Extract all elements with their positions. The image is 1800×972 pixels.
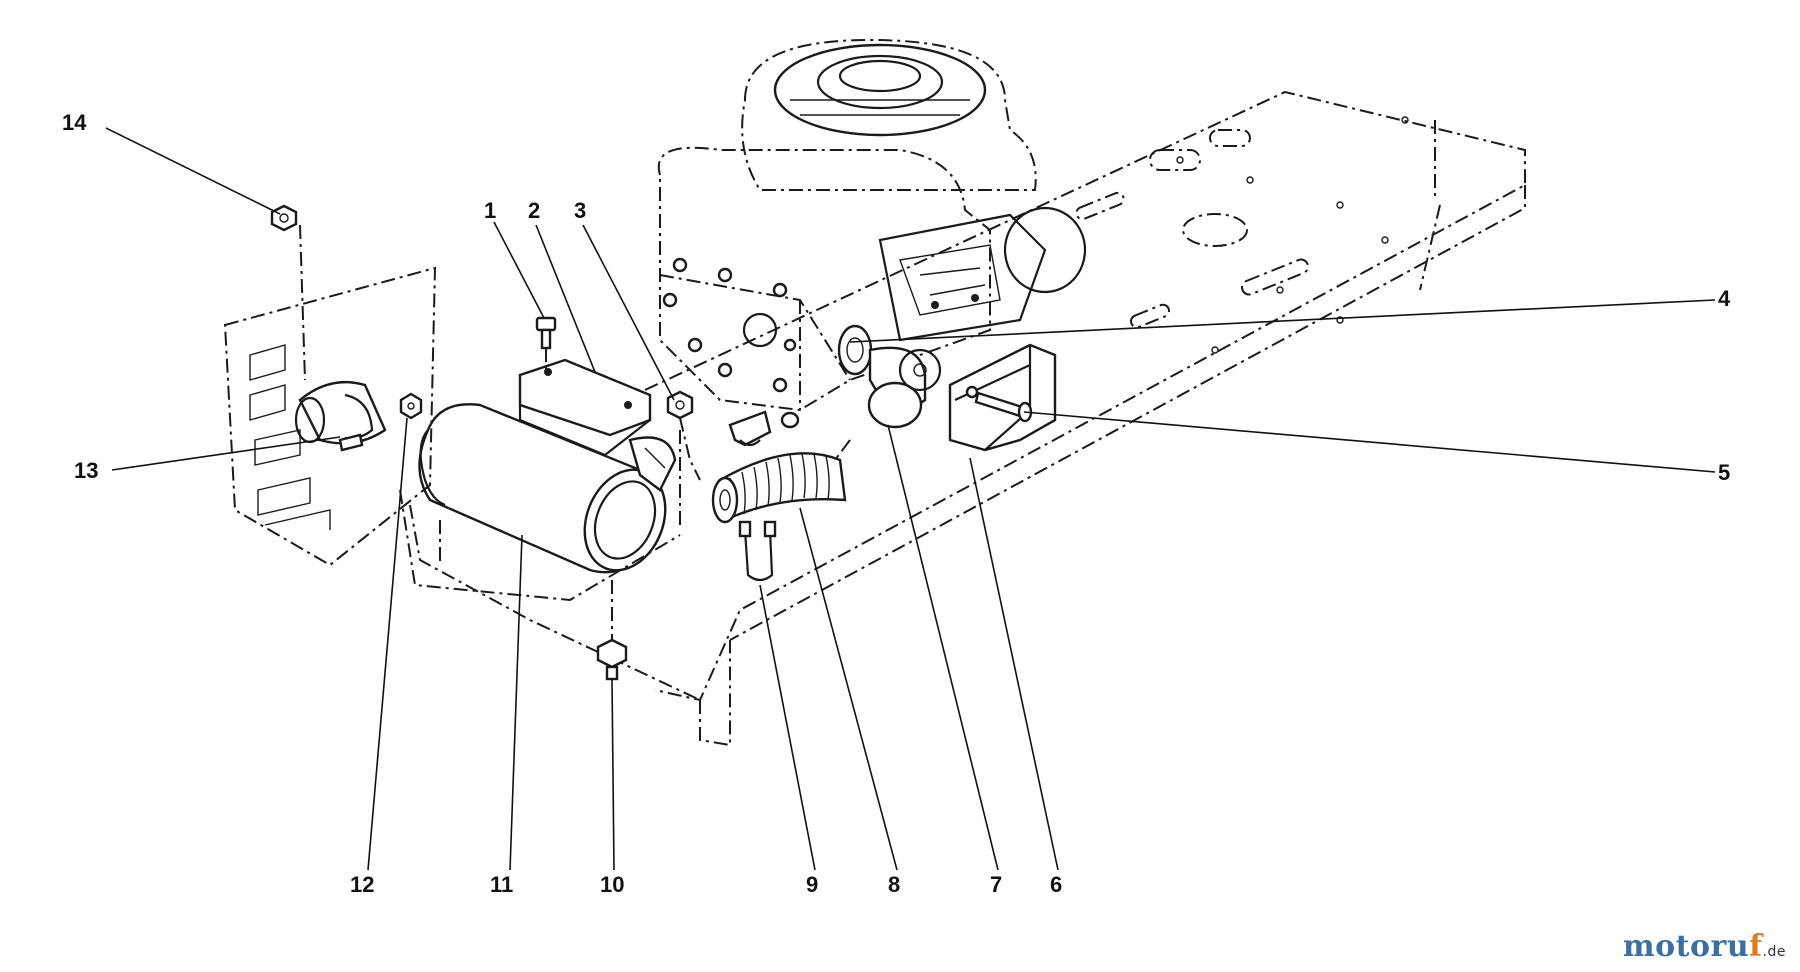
- callout-11: 11: [490, 872, 513, 897]
- callout-1: 1: [484, 198, 496, 223]
- callout-10: 10: [600, 872, 624, 897]
- callout-14: 14: [62, 110, 87, 135]
- watermark-accent: f: [1749, 929, 1763, 964]
- assembly-lines: [299, 224, 851, 640]
- callout-9: 9: [806, 872, 818, 897]
- callout-6: 6: [1050, 872, 1062, 897]
- muffler: [399, 403, 681, 602]
- tailpipe-clamp: [294, 381, 387, 452]
- bolt-10: [596, 638, 628, 681]
- watermark-logo: motoruf.de: [1623, 929, 1786, 964]
- watermark-main: motoru: [1622, 929, 1750, 964]
- watermark-tld: .de: [1762, 944, 1786, 960]
- flex-pipe: [711, 452, 847, 524]
- side-panel: [223, 266, 437, 567]
- callout-4: 4: [1718, 286, 1731, 311]
- callout-8: 8: [888, 872, 900, 897]
- callout-2: 2: [528, 198, 540, 223]
- nut-12: [399, 392, 423, 420]
- exhaust-elbow: [837, 324, 942, 429]
- leader-lines: [105, 127, 1716, 871]
- heat-shield: [948, 343, 1057, 452]
- bolt-1: [535, 316, 557, 350]
- clamp-u-bolt: [728, 410, 800, 582]
- callout-7: 7: [990, 872, 1002, 897]
- bolt-14: [270, 204, 298, 232]
- callout-13: 13: [74, 458, 98, 483]
- callout-3: 3: [574, 198, 586, 223]
- callout-12: 12: [350, 872, 374, 897]
- callout-labels: 14 1 2 3 4 5 13 12 11 10 9 8 7 6: [62, 110, 1731, 897]
- callout-5: 5: [1718, 460, 1730, 485]
- engine: [657, 38, 1087, 412]
